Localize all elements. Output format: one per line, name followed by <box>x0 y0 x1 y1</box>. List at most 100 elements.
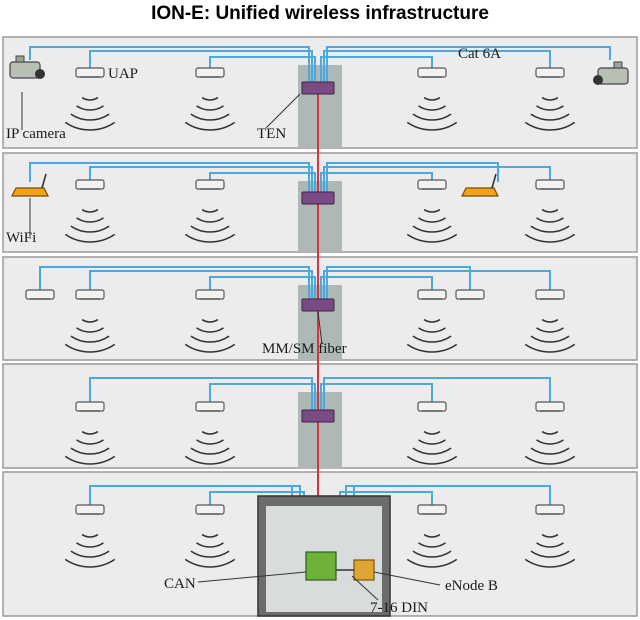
uap-body <box>417 67 447 78</box>
wave-arc <box>81 318 99 323</box>
wave-arc <box>184 233 236 243</box>
wave-arc <box>412 447 452 455</box>
camera-mount <box>613 61 623 69</box>
coverage-wave-16 <box>524 430 576 465</box>
wave-arc <box>196 217 224 223</box>
ten-body <box>301 81 335 95</box>
wave-arc <box>81 208 99 213</box>
camera-lens <box>35 69 45 79</box>
enodeb-unit-icon <box>336 559 375 581</box>
wave-arc <box>541 208 559 213</box>
wave-arc <box>190 335 230 343</box>
cable-floor1-6 <box>326 46 611 88</box>
wave-arc <box>541 430 559 435</box>
wave-arc <box>406 455 458 465</box>
wave-arc <box>70 550 110 558</box>
uap-icon-14 <box>195 401 225 412</box>
leader-line-4 <box>317 311 323 345</box>
uap-body <box>455 289 485 300</box>
cable-floor1-3 <box>320 56 433 88</box>
wave-arc <box>524 233 576 243</box>
leader-line-3 <box>265 93 301 129</box>
cable-floor4-1 <box>89 377 313 416</box>
uap-body <box>75 289 105 300</box>
wave-arc <box>530 335 570 343</box>
label-wifi: WiFi <box>6 230 36 246</box>
wave-arc <box>530 113 570 121</box>
uap-icon-7 <box>417 179 447 190</box>
wave-arc <box>541 533 559 538</box>
camera-lens <box>593 75 603 85</box>
ip-camera-icon-2 <box>593 61 629 85</box>
wave-arc <box>423 208 441 213</box>
uap-icon-20 <box>535 504 565 515</box>
uap-icon-21 <box>25 289 55 300</box>
wave-arc <box>406 558 458 568</box>
wave-arc <box>196 105 224 111</box>
coverage-wave-12 <box>524 318 576 353</box>
label-din: 7-16 DIN <box>370 600 428 616</box>
uap-body <box>75 179 105 190</box>
uap-body <box>195 504 225 515</box>
wave-arc <box>423 430 441 435</box>
wave-arc <box>536 542 564 548</box>
label-fiber: MM/SM fiber <box>262 341 347 357</box>
uap-body <box>195 67 225 78</box>
wave-arc <box>418 327 446 333</box>
cable-floor2-3 <box>320 172 433 198</box>
uap-icon-19 <box>417 504 447 515</box>
wave-arc <box>201 318 219 323</box>
wave-arc <box>412 225 452 233</box>
wave-arc <box>196 439 224 445</box>
wave-arc <box>184 455 236 465</box>
wave-arc <box>418 542 446 548</box>
wave-arc <box>530 447 570 455</box>
wave-arc <box>541 96 559 101</box>
wave-arc <box>536 327 564 333</box>
coverage-wave-20 <box>524 533 576 568</box>
cable-floor1-2 <box>209 56 316 88</box>
cable-floor2-1 <box>89 166 313 198</box>
diagram-title: ION-E: Unified wireless infrastructure <box>151 3 489 24</box>
uap-icon-5 <box>75 179 105 190</box>
cat6a-cabling <box>29 46 611 570</box>
wave-arc <box>418 217 446 223</box>
coverage-wave-3 <box>406 96 458 131</box>
wave-arc <box>536 439 564 445</box>
wave-arc <box>190 225 230 233</box>
router-antenna <box>41 173 47 189</box>
ten-body <box>301 298 335 312</box>
wave-arc <box>70 113 110 121</box>
uap-icon-18 <box>195 504 225 515</box>
label-uap: UAP <box>108 66 138 82</box>
ten-switch-icon-3 <box>301 298 335 312</box>
wave-arc <box>70 335 110 343</box>
wave-arc <box>190 447 230 455</box>
ten-body <box>301 409 335 423</box>
uap-icon-12 <box>535 289 565 300</box>
uap-body <box>535 401 565 412</box>
coverage-wave-5 <box>64 208 116 243</box>
ten-switch-icon-4 <box>301 409 335 423</box>
uap-icon-13 <box>75 401 105 412</box>
wave-arc <box>524 558 576 568</box>
uap-body <box>75 67 105 78</box>
wave-arc <box>412 113 452 121</box>
camera-mount <box>15 55 25 63</box>
wave-arc <box>201 533 219 538</box>
can-body <box>305 551 337 581</box>
coverage-waves <box>64 96 576 568</box>
uap-icon-16 <box>535 401 565 412</box>
cable-floor2-5 <box>29 162 310 198</box>
label-enodeb: eNode B <box>445 578 498 594</box>
uap-icon-10 <box>195 289 225 300</box>
wave-arc <box>412 335 452 343</box>
uap-body <box>195 289 225 300</box>
uap-icon-1 <box>75 67 105 78</box>
uap-body <box>535 289 565 300</box>
uap-icon-6 <box>195 179 225 190</box>
wave-arc <box>536 217 564 223</box>
router-body <box>461 187 499 197</box>
